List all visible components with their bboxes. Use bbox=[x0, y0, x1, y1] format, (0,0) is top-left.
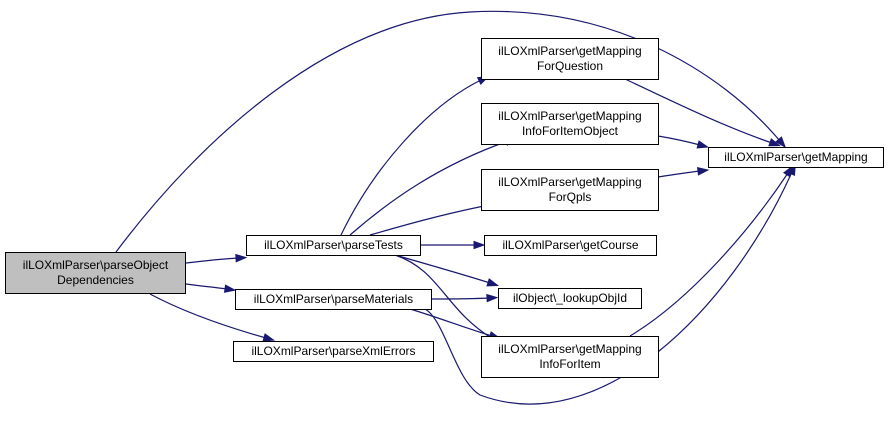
edge-parse-tests-to-get-mapping-for-question bbox=[340, 75, 490, 236]
edge-line bbox=[340, 79, 482, 236]
edge-parse-materials-to-get-mapping-info-for-item bbox=[409, 308, 502, 340]
edge-line bbox=[369, 205, 485, 236]
edge-parse-tests-to-lookup-obj-id bbox=[394, 254, 500, 287]
node-box[interactable] bbox=[246, 235, 421, 256]
node-box[interactable] bbox=[481, 103, 659, 145]
node-label: Dependencies bbox=[57, 273, 134, 287]
node-box[interactable] bbox=[484, 235, 657, 256]
node-label: ilLOXmlParser\getCourse bbox=[502, 238, 638, 252]
node-label: ilLOXmlParser\getMapping bbox=[498, 342, 641, 356]
node-parse-tests[interactable]: ilLOXmlParser\parseTests bbox=[246, 235, 421, 256]
edge-line bbox=[394, 254, 491, 284]
edge-line bbox=[624, 78, 773, 144]
node-label: ilLOXmlParser\getMapping bbox=[498, 175, 641, 189]
edge-arrowhead bbox=[262, 333, 276, 342]
edge-line bbox=[657, 135, 701, 146]
edge-parse-tests-to-get-mapping-for-qpls bbox=[369, 202, 494, 236]
node-box[interactable] bbox=[5, 252, 186, 294]
edge-line bbox=[149, 293, 267, 339]
node-box[interactable] bbox=[708, 147, 884, 168]
edge-arrowhead bbox=[486, 293, 499, 303]
edge-line bbox=[424, 171, 793, 405]
node-box[interactable] bbox=[481, 336, 659, 378]
node-label: ilObject\_lookupObjId bbox=[513, 291, 627, 305]
edge-line bbox=[430, 297, 490, 300]
node-box[interactable] bbox=[235, 289, 432, 310]
node-lookup-obj-id[interactable]: ilObject\_lookupObjId bbox=[498, 288, 642, 309]
edge-line bbox=[185, 283, 228, 290]
node-box[interactable] bbox=[481, 38, 659, 80]
edge-root-to-parse-xml-errors bbox=[149, 293, 276, 342]
edge-parse-tests-to-get-course bbox=[420, 240, 486, 250]
node-label: ilLOXmlParser\parseTests bbox=[264, 238, 403, 252]
node-parse-xml-errors[interactable]: ilLOXmlParser\parseXmlErrors bbox=[233, 341, 434, 362]
edge-arrowhead bbox=[473, 240, 486, 250]
edge-line bbox=[115, 10, 781, 253]
node-label: ForQuestion bbox=[537, 59, 603, 73]
node-label: ilLOXmlParser\parseMaterials bbox=[254, 292, 413, 306]
edge-line bbox=[349, 140, 509, 236]
node-label: InfoForItem bbox=[539, 357, 600, 371]
edge-arrowhead bbox=[783, 165, 794, 178]
edge-line bbox=[657, 170, 701, 178]
edge-root-to-parse-tests bbox=[185, 253, 248, 264]
node-label: ForQpls bbox=[549, 190, 592, 204]
edge-get-mapping-info-for-item-object-to-get-mapping bbox=[657, 135, 710, 149]
edge-arrowhead bbox=[235, 253, 248, 263]
edge-root-to-get-mapping bbox=[115, 10, 787, 253]
edge-line bbox=[185, 257, 239, 264]
node-box[interactable] bbox=[481, 169, 659, 211]
edge-get-mapping-for-qpls-to-get-mapping bbox=[657, 167, 710, 178]
edge-root-to-parse-materials bbox=[185, 283, 237, 293]
node-label: InfoForItemObject bbox=[522, 124, 619, 138]
node-box[interactable] bbox=[233, 341, 434, 362]
node-get-mapping-info-for-item-object[interactable]: ilLOXmlParser\getMappingInfoForItemObjec… bbox=[481, 103, 659, 145]
node-box[interactable] bbox=[498, 288, 642, 309]
edges-layer bbox=[115, 10, 796, 405]
edge-arrowhead bbox=[223, 284, 237, 293]
edge-get-mapping-for-question-to-get-mapping bbox=[624, 78, 781, 147]
node-label: ilLOXmlParser\parseXmlErrors bbox=[251, 344, 415, 358]
edge-arrowhead bbox=[486, 278, 500, 287]
edge-arrowhead bbox=[696, 140, 710, 149]
node-label: ilLOXmlParser\getMapping bbox=[498, 109, 641, 123]
node-label: ilLOXmlParser\getMapping bbox=[724, 150, 867, 164]
edge-arrowhead bbox=[696, 167, 710, 176]
edge-arrowhead bbox=[768, 138, 781, 147]
edge-line bbox=[629, 172, 789, 337]
edge-arrowhead bbox=[775, 136, 787, 149]
edge-line bbox=[409, 308, 493, 337]
node-parse-materials[interactable]: ilLOXmlParser\parseMaterials bbox=[235, 289, 432, 310]
node-get-course[interactable]: ilLOXmlParser\getCourse bbox=[484, 235, 657, 256]
node-get-mapping[interactable]: ilLOXmlParser\getMapping bbox=[708, 147, 884, 168]
edge-get-mapping-info-for-item-to-get-mapping bbox=[629, 165, 794, 337]
nodes-layer: ilLOXmlParser\parseObjectDependenciesilL… bbox=[5, 38, 884, 378]
edge-parse-materials-to-lookup-obj-id bbox=[430, 293, 499, 303]
edge-line bbox=[394, 254, 494, 340]
node-label: ilLOXmlParser\parseObject bbox=[23, 258, 169, 272]
node-label: ilLOXmlParser\getMapping bbox=[498, 44, 641, 58]
